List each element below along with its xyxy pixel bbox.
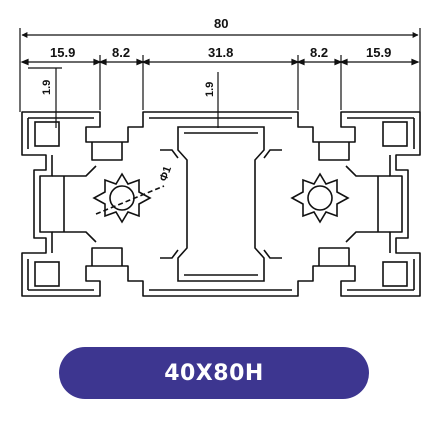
corner-cavities (34, 121, 408, 287)
dim-center: 31.8 (208, 45, 233, 60)
dim-left-height: 1.9 (41, 80, 53, 95)
profile-drawing: 80 15.9 8.2 31.8 8.2 15.9 1.9 1.9 Φ1 (19, 16, 421, 297)
dim-overall-width: 80 (214, 16, 228, 31)
right-bore (290, 172, 350, 224)
dim-center-height: 1.9 (204, 82, 216, 97)
dimension-lines (19, 28, 421, 128)
dim-right-edge: 15.9 (366, 45, 391, 60)
left-bore (92, 172, 165, 224)
profile-outline (21, 111, 421, 297)
dim-left-slot: 8.2 (112, 45, 130, 60)
dim-left-edge: 15.9 (50, 45, 75, 60)
diagonal-webs (52, 149, 390, 259)
center-cavity (177, 126, 265, 282)
dim-right-slot: 8.2 (310, 45, 328, 60)
profile-label-pill: 40X80H (59, 347, 369, 399)
dim-bore-diameter: Φ1 (158, 165, 174, 183)
profile-label-text: 40X80H (164, 360, 264, 386)
